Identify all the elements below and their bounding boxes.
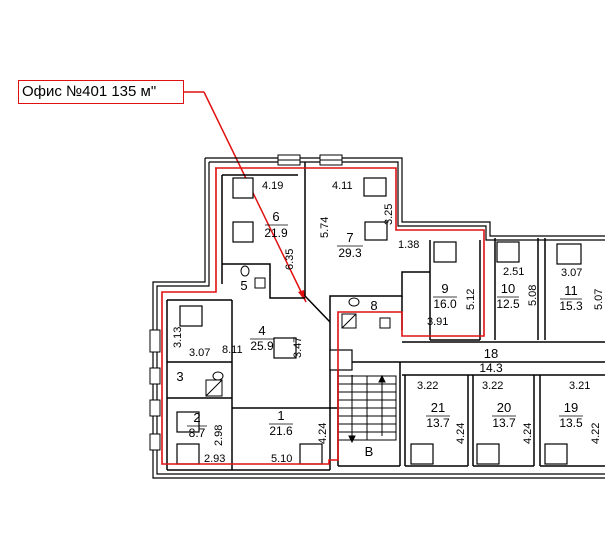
svg-text:3.91: 3.91 (427, 316, 448, 328)
dimension-labels: 4.19 6.35 4.11 5.74 3.25 1.38 2.51 3.07 … (172, 180, 605, 465)
svg-text:3.13: 3.13 (172, 327, 184, 348)
svg-text:5.10: 5.10 (271, 453, 292, 465)
room-20: 20 13.7 (492, 400, 516, 430)
svg-text:4.24: 4.24 (455, 423, 467, 444)
room-6: 6 21.9 (264, 209, 288, 240)
svg-text:2.51: 2.51 (503, 266, 524, 278)
svg-text:20: 20 (497, 400, 511, 415)
room-8: 8 (370, 298, 377, 313)
svg-text:8.7: 8.7 (189, 426, 206, 440)
svg-text:9: 9 (441, 281, 448, 296)
room-9: 9 16.0 (433, 281, 457, 311)
svg-text:5.07: 5.07 (593, 289, 605, 310)
svg-text:6: 6 (272, 209, 279, 224)
room-21: 21 13.7 (426, 400, 450, 430)
room-1: 1 21.6 (269, 408, 293, 438)
room-3: 3 (176, 369, 183, 384)
office-outline (161, 167, 485, 465)
sanitary-fixtures (205, 265, 391, 397)
svg-text:25.9: 25.9 (250, 339, 274, 353)
svg-text:2.98: 2.98 (213, 425, 225, 446)
svg-text:19: 19 (564, 400, 578, 415)
svg-text:4.24: 4.24 (522, 423, 534, 444)
svg-text:7: 7 (346, 230, 353, 245)
svg-text:4.22: 4.22 (590, 423, 602, 444)
svg-text:8.11: 8.11 (222, 344, 243, 356)
svg-text:6.35: 6.35 (284, 249, 296, 270)
windows (149, 154, 343, 451)
room-18: 18 14.3 (479, 346, 503, 375)
svg-text:1.38: 1.38 (398, 239, 419, 251)
room-19: 19 13.5 (559, 400, 583, 430)
svg-text:15.3: 15.3 (559, 299, 583, 313)
svg-text:3.21: 3.21 (569, 380, 590, 392)
svg-text:3.07: 3.07 (189, 347, 210, 359)
staircase (337, 374, 397, 444)
svg-text:3.25: 3.25 (383, 204, 395, 225)
svg-text:16.0: 16.0 (433, 297, 457, 311)
room-5: 5 (240, 278, 247, 293)
room-10: 10 12.5 (496, 281, 520, 311)
svg-text:5.12: 5.12 (465, 289, 477, 310)
svg-text:4.24: 4.24 (317, 423, 329, 444)
svg-text:11: 11 (564, 283, 578, 298)
stair-label-bottom: B (365, 444, 374, 459)
svg-text:14.3: 14.3 (479, 361, 503, 375)
svg-text:3.47: 3.47 (292, 337, 304, 358)
svg-text:29.3: 29.3 (338, 246, 362, 260)
svg-text:2: 2 (193, 410, 200, 425)
callout-leader (184, 91, 307, 303)
stair-label-top: I (350, 372, 354, 387)
svg-text:13.5: 13.5 (559, 416, 583, 430)
svg-text:21.6: 21.6 (269, 424, 293, 438)
svg-text:13.7: 13.7 (426, 416, 450, 430)
svg-text:10: 10 (501, 281, 515, 296)
furniture (176, 177, 582, 465)
svg-text:3.07: 3.07 (561, 267, 582, 279)
svg-text:18: 18 (484, 346, 498, 361)
svg-text:4.19: 4.19 (262, 180, 283, 192)
room-11: 11 15.3 (559, 283, 583, 313)
room-4: 4 25.9 (250, 323, 274, 353)
room-2: 2 8.7 (187, 410, 207, 440)
svg-text:4: 4 (258, 323, 265, 338)
outer-walls (152, 157, 605, 479)
svg-text:21: 21 (431, 400, 445, 415)
svg-text:21.9: 21.9 (264, 226, 288, 240)
svg-text:12.5: 12.5 (496, 297, 520, 311)
svg-text:4.11: 4.11 (332, 180, 353, 192)
svg-text:3.22: 3.22 (417, 380, 438, 392)
svg-text:1: 1 (277, 408, 284, 423)
svg-text:13.7: 13.7 (492, 416, 516, 430)
room-7: 7 29.3 (337, 230, 363, 260)
svg-text:5.08: 5.08 (527, 285, 539, 306)
svg-text:3.22: 3.22 (482, 380, 503, 392)
office-callout-label: Офис №401 135 м" (18, 80, 184, 104)
internal-walls (166, 162, 605, 471)
svg-text:5.74: 5.74 (319, 217, 331, 238)
room-labels: 6 21.9 7 29.3 5 8 9 16.0 10 12.5 11 15.3… (176, 209, 583, 459)
svg-text:2.93: 2.93 (204, 453, 225, 465)
